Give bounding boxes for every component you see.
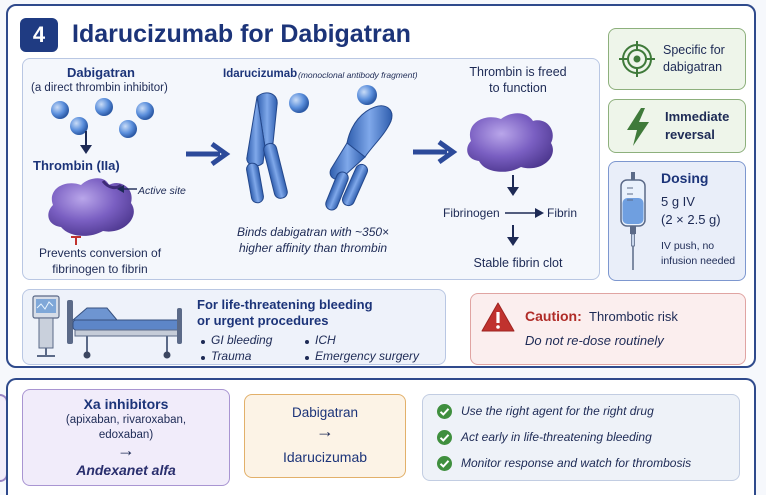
check-icon [437, 456, 452, 471]
indication-item: GI bleeding [211, 333, 273, 347]
indications-title-2: or urgent procedures [197, 313, 329, 328]
free-thrombin-icon [467, 113, 553, 172]
checklist-item: Monitor response and watch for thrombosi… [461, 456, 692, 470]
indications-panel: For life-threatening bleeding or urgent … [22, 289, 446, 365]
xa-drugs-1: (apixaban, rivaroxaban, [65, 414, 187, 426]
bullet-icon [305, 356, 309, 360]
binding-affinity-text-1: Binds dabigatran with ~350× [236, 225, 390, 239]
indication-item: Trauma [211, 349, 252, 363]
step-4-panel: 4 Idarucizumab for Dabigatran Dabigatran… [6, 4, 756, 368]
xa-title: Xa inhibitors [83, 396, 169, 412]
hospital-bed-icon [32, 295, 182, 359]
fibrinogen-label: Fibrinogen [443, 206, 500, 220]
specificity-card: Specific for dabigatran [608, 28, 746, 90]
indication-item: ICH [315, 333, 336, 347]
idarucizumab-summary-label: Idarucizumab [282, 449, 368, 465]
dabigatran-card: Dabigatran → Idarucizumab [244, 394, 406, 478]
dose-note-2: infusion needed [661, 255, 736, 267]
prevents-text-1: Prevents conversion of [38, 246, 162, 260]
inhibition-mark-icon [71, 236, 81, 245]
thrombin-enzyme-icon [48, 178, 134, 236]
bullet-icon [201, 340, 205, 344]
down-arrow-icon [507, 175, 519, 196]
prevents-text-2: fibrinogen to fibrin [52, 262, 148, 276]
specificity-text-2: dabigatran [663, 60, 723, 74]
thrombin-freed-text-1: Thrombin is freed [469, 65, 567, 79]
immediate-reversal-card: Immediate reversal [608, 99, 746, 153]
checklist-panel: Use the right agent for the right drug A… [422, 394, 740, 481]
step-number-badge: 4 [20, 18, 58, 52]
dabigatran-arrow: → [316, 421, 334, 441]
indications-title-1: For life-threatening bleeding [197, 297, 373, 312]
antibody-fragments-icon [246, 85, 393, 211]
idarucizumab-description: (monoclonal antibody fragment) [298, 70, 418, 80]
caution-text: Thrombotic risk [589, 309, 678, 324]
dabigatran-description: (a direct thrombin inhibitor) [31, 82, 168, 94]
xa-drugs-2: edoxaban) [98, 429, 154, 441]
indication-item: Emergency surgery [315, 349, 420, 363]
target-icon [619, 41, 655, 77]
iv-bag-icon [620, 172, 646, 270]
down-arrow-icon [80, 131, 92, 154]
checklist-item: Act early in life-threatening bleeding [461, 430, 652, 444]
caution-note: Do not re-dose routinely [525, 333, 664, 348]
dabigatran-molecules-icon [51, 98, 154, 138]
fibrin-label: Fibrin [547, 206, 578, 220]
immediate-text-2: reversal [665, 127, 715, 142]
dosing-card: Dosing 5 g IV (2 × 2.5 g) IV push, no in… [608, 161, 746, 281]
binding-affinity-text-2: higher affinity than thrombin [238, 241, 388, 255]
idarucizumab-label: Idarucizumab [223, 68, 298, 80]
andexanet-label: Andexanet alfa [76, 462, 176, 478]
xa-inhibitor-card: Xa inhibitors (apixaban, rivaroxaban, ed… [22, 389, 230, 486]
caution-label: Caution: [525, 308, 582, 324]
check-icon [437, 430, 452, 445]
warning-icon [481, 302, 515, 332]
active-site-label: Active site [138, 185, 186, 197]
down-arrow-icon [507, 225, 519, 246]
dabigatran-label: Dabigatran [67, 65, 135, 80]
conversion-arrow-icon [505, 208, 544, 218]
specificity-text-1: Specific for [663, 43, 725, 57]
thrombin-label: Thrombin (IIa) [33, 158, 120, 173]
bullet-icon [305, 340, 309, 344]
thrombin-freed-text-2: to function [489, 81, 547, 95]
dose-note-1: IV push, no [661, 240, 715, 252]
dabigatran-summary-title: Dabigatran [291, 405, 359, 420]
dosing-title: Dosing [661, 170, 709, 186]
page-title: Idarucizumab for Dabigatran [72, 20, 411, 48]
process-arrow-icon [186, 141, 231, 167]
active-site-pointer-icon [117, 185, 137, 193]
stable-clot-label: Stable fibrin clot [473, 256, 563, 270]
dose-main: 5 g IV [661, 194, 695, 209]
checklist-item: Use the right agent for the right drug [461, 404, 654, 418]
process-arrow-icon [413, 139, 458, 165]
xa-arrow: → [117, 440, 135, 460]
lightning-bolt-icon [627, 108, 649, 146]
immediate-text-1: Immediate [665, 109, 730, 124]
dose-split: (2 × 2.5 g) [661, 212, 721, 227]
check-icon [437, 404, 452, 419]
bullet-icon [201, 356, 205, 360]
mechanism-diagram: Dabigatran (a direct thrombin inhibitor)… [22, 58, 600, 280]
caution-panel: Caution: Thrombotic risk Do not re-dose … [470, 293, 746, 365]
